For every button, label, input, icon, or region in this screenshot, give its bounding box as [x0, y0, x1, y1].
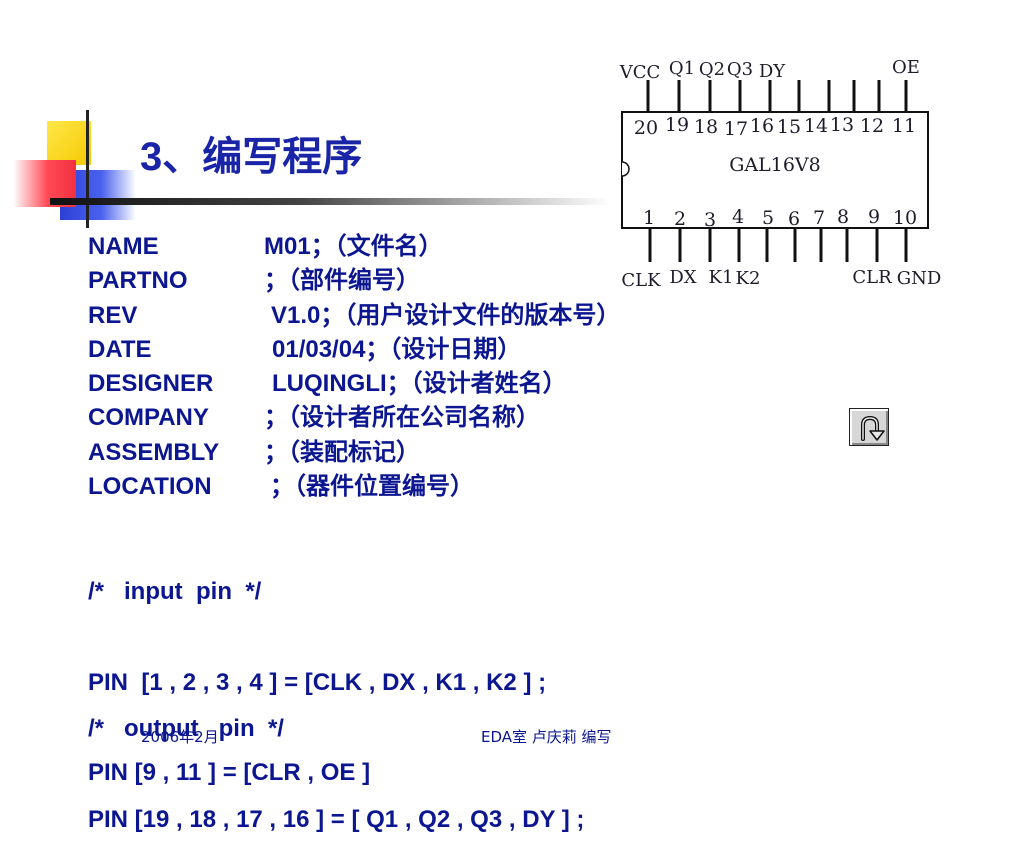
footer-date: 2006年2月	[141, 728, 219, 746]
slide-title: 3、编写程序	[140, 135, 363, 179]
signal-label: DY	[759, 61, 786, 82]
pin-number: 7	[813, 207, 825, 229]
code-line: /* input pin */	[88, 578, 262, 605]
chip-top-pins	[646, 80, 908, 112]
header-value: ；（装配标记）	[264, 438, 420, 466]
signal-label: Q1	[669, 58, 695, 79]
pin-number: 13	[830, 114, 854, 136]
bottom-signal-labels: CLK DX K1 K2 CLR GND	[621, 267, 941, 291]
top-signal-labels: VCC Q1 Q2 Q3 DY OE	[619, 57, 920, 83]
header-value: ；（部件编号）	[264, 267, 420, 295]
pin-number: 17	[724, 118, 748, 140]
pin-number: 5	[762, 207, 774, 229]
pin-number: 2	[674, 208, 686, 230]
decor-yellow-square	[47, 121, 91, 165]
pin-number: 11	[892, 115, 916, 137]
header-key: DESIGNER	[88, 370, 214, 398]
u-turn-arrow-icon	[861, 415, 885, 441]
pin-number: 1	[643, 207, 655, 229]
bottom-pin-numbers: 1 2 3 4 5 6 7 8 9 10	[643, 206, 917, 231]
chip-bottom-pins	[648, 228, 908, 262]
pin-number: 20	[634, 117, 658, 139]
pin-number: 3	[704, 209, 716, 231]
header-key: REV	[88, 301, 138, 329]
pin-number: 12	[860, 115, 884, 137]
header-value: M01；（文件名）	[264, 233, 443, 260]
header-key: ASSEMBLY	[88, 438, 220, 466]
pin-number: 18	[694, 116, 718, 138]
signal-label: VCC	[619, 62, 661, 83]
footer-credit: EDA室 卢庆莉 编写	[481, 728, 612, 746]
signal-label: CLK	[621, 270, 661, 291]
chip-body	[621, 111, 929, 229]
header-value: ；（设计者所在公司名称）	[264, 404, 540, 432]
header-value: LUQINGLI；（设计者姓名）	[272, 370, 567, 398]
signal-label: CLR	[852, 267, 892, 288]
code-line: /* output pin */	[88, 715, 284, 742]
decor-title-underline	[50, 198, 610, 205]
pin-number: 4	[732, 206, 744, 228]
gal16v8-pinout-diagram: GAL16V8 20 19 18 17 16 15 14 13 12 11	[619, 57, 942, 291]
top-pin-numbers: 20 19 18 17 16 15 14 13 12 11	[634, 114, 916, 140]
return-button[interactable]	[849, 408, 889, 446]
header-value: ；（器件位置编号）	[270, 473, 474, 501]
signal-label: OE	[892, 57, 920, 78]
chip-notch	[621, 161, 630, 177]
signal-label: DX	[669, 267, 696, 288]
pin-number: 9	[868, 206, 880, 228]
pin-number: 6	[788, 208, 800, 230]
code-line: PIN [1 , 2 , 3 , 4 ] = [CLK , DX , K1 , …	[88, 668, 547, 696]
header-value: V1.0；（用户设计文件的版本号）	[271, 301, 621, 329]
header-key: LOCATION	[88, 473, 212, 501]
signal-label: Q2	[699, 59, 725, 80]
output-pin-block: /* output pin */ PIN [19 , 18 , 17 , 16 …	[88, 656, 584, 865]
pin-number: 19	[665, 114, 689, 136]
pin-number: 16	[750, 115, 774, 137]
input-pin-block: /* input pin */ PIN [1 , 2 , 3 , 4 ] = […	[88, 519, 546, 819]
pin-number: 8	[837, 206, 849, 228]
signal-label: K2	[736, 268, 761, 289]
chip-name: GAL16V8	[729, 154, 821, 176]
decor-vertical-rule	[86, 110, 89, 228]
signal-label: GND	[897, 268, 942, 289]
signal-label: Q3	[727, 59, 753, 80]
header-key: PARTNO	[88, 267, 188, 295]
header-key: NAME	[88, 233, 159, 260]
code-line: PIN [19 , 18 , 17 , 16 ] = [ Q1 , Q2 , Q…	[88, 805, 585, 833]
header-key: DATE	[88, 335, 152, 363]
pin-number: 14	[804, 115, 828, 137]
signal-label: K1	[709, 267, 734, 288]
header-value: 01/03/04；（设计日期）	[272, 335, 522, 363]
pin-number: 15	[777, 116, 801, 138]
header-key: COMPANY	[88, 404, 209, 432]
pin-number: 10	[893, 207, 917, 229]
